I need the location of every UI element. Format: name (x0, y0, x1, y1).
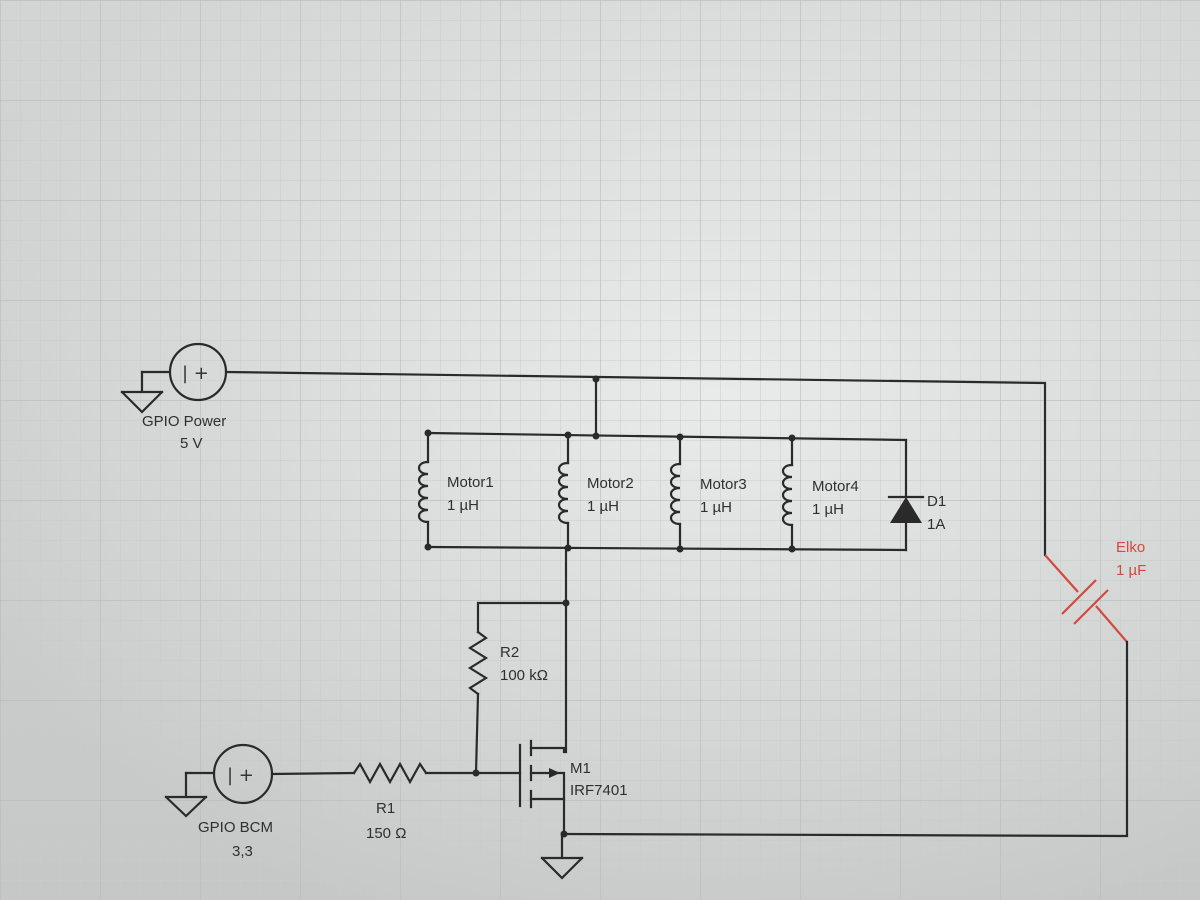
motor3-label: Motor3 (700, 476, 747, 493)
inductor-icon (669, 462, 682, 526)
diode-icon (890, 497, 922, 523)
motor4-value: 1 µH (812, 501, 844, 518)
motor3-inductor[interactable] (669, 435, 682, 551)
inductor-icon (417, 460, 430, 524)
mosfet-icon (518, 739, 566, 836)
m1-value: IRF7401 (570, 782, 628, 799)
motor1-value: 1 µH (447, 497, 479, 514)
inductor-icon (781, 463, 794, 527)
gpio-power-value: 5 V (180, 435, 203, 452)
r1-left-wire (270, 771, 356, 776)
d1-value: 1A (927, 516, 945, 533)
motor2-value: 1 µH (587, 498, 619, 515)
source-sign: | + (182, 363, 209, 384)
resistor-icon (467, 630, 489, 696)
return-wire (560, 640, 1129, 838)
capacitor-icon (1061, 579, 1109, 625)
elko-capacitor[interactable] (1044, 554, 1128, 643)
gpio-bcm-value: 3,3 (232, 843, 253, 860)
m1-mosfet[interactable] (518, 739, 566, 836)
r2-bottom-wire (474, 692, 480, 775)
motor2-label: Motor2 (587, 475, 634, 492)
supply-wire (224, 370, 1047, 557)
motor2-inductor[interactable] (557, 433, 570, 550)
r2-label: R2 (500, 644, 519, 661)
ground-icon (540, 832, 584, 880)
r2-top-wire (476, 601, 568, 634)
d1-label: D1 (927, 493, 946, 510)
r1-resistor[interactable] (352, 761, 428, 785)
d1-diode[interactable] (887, 438, 925, 552)
motor1-label: Motor1 (447, 474, 494, 491)
resistor-icon (352, 761, 428, 785)
gpio-power-label: GPIO Power (142, 413, 226, 430)
motor1-inductor[interactable] (417, 431, 430, 549)
motor-bus-top (426, 431, 908, 442)
inductor-icon (557, 461, 570, 525)
ground-icon (164, 771, 216, 818)
m1-label: M1 (570, 760, 591, 777)
motor-bus-bottom (426, 545, 908, 552)
r2-resistor[interactable] (467, 630, 489, 696)
junction (472, 769, 480, 777)
junction (592, 375, 600, 383)
motor4-inductor[interactable] (781, 436, 794, 551)
elko-value: 1 µF (1116, 562, 1146, 579)
r1-value: 150 Ω (366, 825, 406, 842)
gpio-power-source[interactable]: | + (120, 342, 228, 414)
ground-icon (120, 370, 170, 414)
junction (592, 432, 600, 440)
r2-value: 100 kΩ (500, 667, 548, 684)
motor4-label: Motor4 (812, 478, 859, 495)
elko-label: Elko (1116, 539, 1145, 556)
r1-label: R1 (376, 800, 395, 817)
source-sign: | + (227, 765, 254, 786)
gpio-bcm-source[interactable]: | + (164, 743, 274, 818)
motor3-value: 1 µH (700, 499, 732, 516)
gpio-bcm-label: GPIO BCM (198, 819, 273, 836)
